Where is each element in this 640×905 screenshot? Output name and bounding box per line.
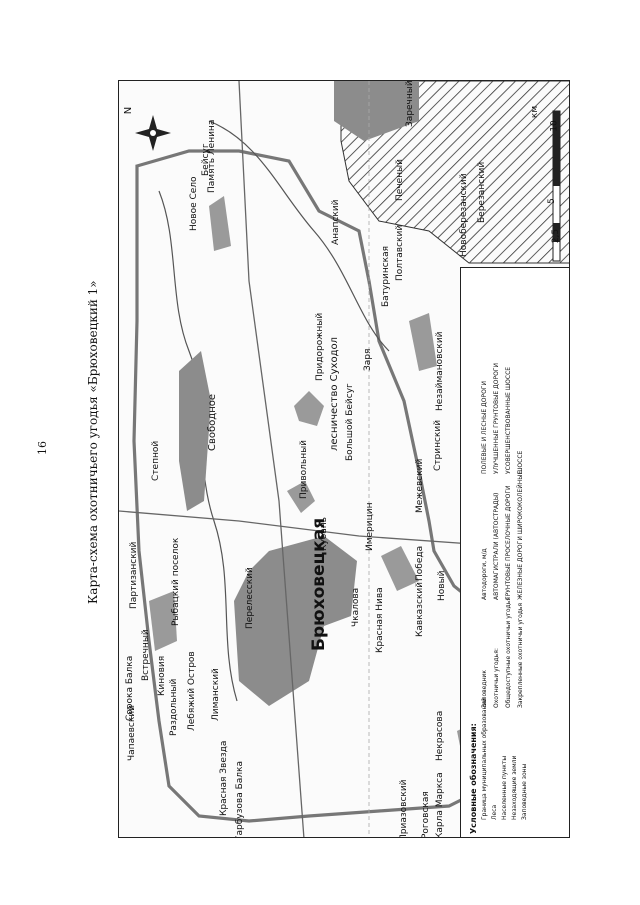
compass-rose-icon (135, 115, 171, 151)
place-label: Роговская (421, 791, 431, 838)
place-label: лесничество Суходол (329, 336, 340, 451)
place-label: Большой Бейсуг (345, 383, 355, 461)
legend-item-hunting-heading: Охотничьи угодья: (493, 648, 500, 708)
place-label: Красная Нива (375, 587, 385, 653)
legend-item-public-hunting: Общедоступные охотничьи угодья (505, 597, 512, 708)
place-label: Перелесский (245, 567, 255, 629)
place-label: Некрасова (435, 710, 445, 761)
legend-item-assigned-hunting: Закрепленные охотничьи угодья (517, 602, 524, 708)
settlement (209, 196, 231, 251)
place-label: Стринский (433, 419, 443, 471)
legend-item-railways: ЖЕЛЕЗНЫЕ ДОРОГИ ШИРОКОКОЛЕЙНЫЕ (517, 470, 524, 600)
north-label: N (123, 106, 135, 115)
settlement (381, 546, 419, 591)
place-label: Заречный (405, 80, 415, 127)
legend-item-forest: Леса (491, 804, 498, 820)
place-label: Новое Село (189, 176, 199, 231)
river (208, 120, 390, 352)
place-label: Новоберезанский (459, 173, 469, 257)
legend-item-improved-roads: УЛУЧШЕННЫЕ ГРУНТОВЫЕ ДОРОГИ (493, 363, 500, 474)
place-label: Партизанский (129, 541, 139, 609)
map-legend: Условные обозначения: Граница муниципаль… (460, 267, 569, 837)
map-caption: Карта-схема охотничьего угодья «Брюховец… (86, 280, 100, 604)
scale-tick-3: 10 (549, 120, 560, 132)
legend-item-highways: АВТОМАГИСТРАЛИ (АВТОСТРАДЫ) (493, 492, 500, 600)
place-label: Карла Маркса (435, 772, 445, 838)
legend-item-dirt-roads: ГРУНТОВЫЕ ПРОСЕЛОЧНЫЕ ДОРОГИ (505, 485, 512, 600)
scale-bar (552, 110, 561, 262)
legend-item-roads: Автодороги, м/д (481, 548, 488, 600)
place-label: Полтавский (395, 224, 405, 281)
settlement (179, 351, 211, 511)
legend-item-settlements: Населенные пункты (501, 755, 508, 820)
place-label: Межевский (415, 458, 425, 513)
settlement-bryukhovetskaya (234, 536, 357, 706)
place-label: Встречный (141, 629, 151, 681)
place-label: Лиманский (211, 668, 221, 721)
place-label: Придорожный (315, 312, 325, 381)
legend-item-highway: ШОССЕ (517, 450, 524, 474)
legend-item-advanced-highways: УСОВЕРШЕНСТВОВАННЫЕ ШОССЕ (505, 366, 512, 474)
place-label: Лебяжий Остров (187, 651, 197, 731)
place-label: Батуринская (381, 245, 391, 307)
place-label: Кубань (319, 517, 329, 551)
place-label: Раздольный (169, 678, 179, 736)
legend-item-reserve-zones: Заповедные зоны (521, 763, 528, 820)
place-label: Гарбузова Балка (235, 761, 245, 838)
page-number: 16 (36, 441, 49, 455)
place-label: Память Ленина (207, 119, 217, 193)
place-label: Кавказский (415, 581, 425, 637)
road (238, 81, 305, 837)
place-label: Печеный (395, 159, 405, 201)
scale-tick-2: 5 (546, 198, 557, 204)
scale-unit: км (530, 105, 541, 119)
settlement (409, 313, 437, 371)
map-frame: N км 0 2,5 5 10 Брюховецкая лесничество … (118, 80, 570, 838)
place-label: Березанский (477, 161, 487, 223)
legend-item-reserve: Заповедник (481, 670, 488, 708)
place-label: Свободное (207, 393, 218, 451)
legend-item-boundary: Граница муниципальных образований (481, 697, 488, 820)
place-label: Победа (415, 545, 425, 581)
place-label: Заря (363, 348, 373, 371)
place-label: Красная Звезда (219, 740, 229, 816)
scale-tick-1: 2,5 (551, 228, 562, 244)
settlement (294, 391, 324, 426)
place-label: Степной (151, 440, 161, 481)
place-label: Незаймановский (435, 331, 445, 411)
legend-item-field-roads: ПОЛЕВЫЕ И ЛЕСНЫЕ ДОРОГИ (481, 381, 488, 474)
place-label: Приазовский (399, 779, 409, 838)
place-label: Чкалова (351, 587, 361, 627)
legend-title: Условные обозначения: (469, 723, 478, 834)
place-label: Привольный (299, 439, 309, 499)
place-label: Киновия (157, 655, 167, 696)
place-label: Анапский (331, 199, 341, 245)
place-label: Чапаевский (127, 704, 137, 761)
settlement (287, 481, 315, 513)
place-label: Рыбацкий поселок (171, 537, 181, 626)
place-label: Имерицин (365, 502, 375, 551)
settlement (149, 591, 177, 651)
legend-item-lands: Незаходящие земли (511, 755, 518, 820)
settlement (334, 81, 419, 141)
place-label: Новый (437, 570, 447, 601)
